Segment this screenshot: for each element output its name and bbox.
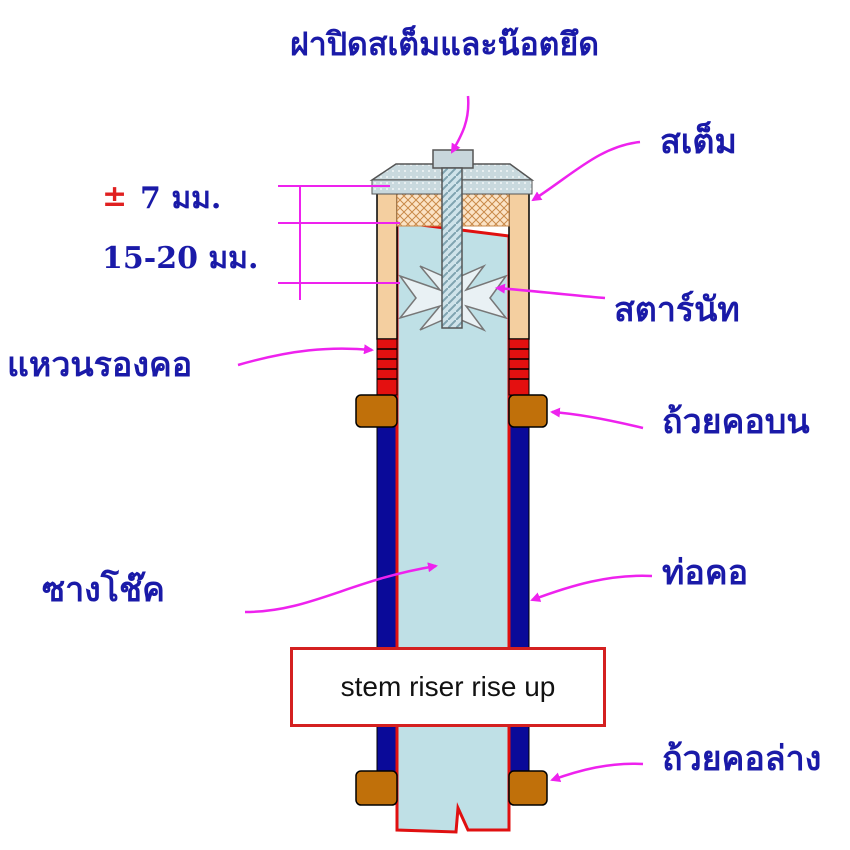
label-upper-cup: ถ้วยคอบน — [662, 402, 810, 442]
arrow-star-nut — [495, 283, 606, 300]
arrow-head-tube — [530, 574, 653, 602]
stem-right — [508, 182, 530, 340]
arrow-cap — [450, 95, 470, 154]
measurement-lines — [278, 185, 400, 300]
label-lower-cup: ถ้วยคอล่าง — [662, 739, 822, 779]
stem-left — [376, 182, 398, 340]
caption-text: stem riser rise up — [340, 671, 556, 702]
measure-range: 15-20 มม. — [102, 241, 259, 276]
upper-cup-right — [508, 394, 548, 428]
label-headset-spacer: แหวนรองคอ — [7, 345, 193, 385]
caption-box: stem riser rise up — [290, 647, 606, 727]
measure-gap: 7 มม. — [140, 181, 222, 216]
arrow-spacer — [237, 344, 374, 367]
arrow-steerer — [244, 562, 438, 614]
label-steerer-tube: ซางโช๊ค — [42, 570, 165, 610]
plus-minus-symbol: ± — [102, 179, 128, 214]
label-star-nut: สตาร์นัท — [614, 290, 740, 330]
lower-cup-left — [355, 770, 398, 806]
bolt-shaft — [441, 167, 463, 329]
label-stem: สเต็ม — [660, 122, 737, 162]
bolt-head — [432, 149, 474, 169]
pointer-arrows — [237, 95, 653, 783]
arrow-lower-cup — [550, 762, 644, 783]
lower-cup-right — [508, 770, 548, 806]
label-head-tube: ท่อคอ — [662, 553, 748, 593]
arrow-stem — [531, 140, 641, 202]
upper-cup-left — [355, 394, 398, 428]
arrow-upper-cup — [550, 407, 644, 430]
label-cap-and-bolt: ฝาปิดสเต็มและน๊อตยึด — [290, 25, 599, 63]
